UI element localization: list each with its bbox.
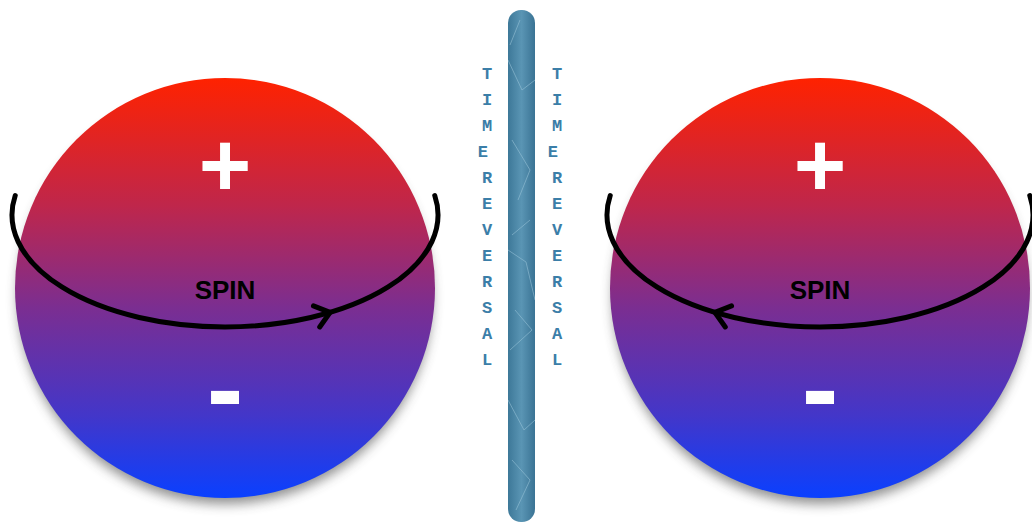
spin-label: SPIN xyxy=(15,277,435,303)
spin-arrow xyxy=(12,196,438,327)
charged-sphere: + SPIN - xyxy=(610,78,1030,498)
charged-sphere: + SPIN - xyxy=(15,78,435,498)
minus-sign: - xyxy=(610,333,1030,443)
minus-sign: - xyxy=(15,333,435,443)
vertical-label: TIME REVERSAL xyxy=(548,62,567,374)
vertical-label: TIME REVERSAL xyxy=(478,62,497,374)
spin-label: SPIN xyxy=(610,277,1030,303)
spin-arrowhead xyxy=(715,306,732,327)
spin-arrow xyxy=(607,196,1032,327)
spin-arrowhead xyxy=(313,306,330,327)
plus-sign: + xyxy=(15,120,435,210)
plus-sign: + xyxy=(610,120,1030,210)
